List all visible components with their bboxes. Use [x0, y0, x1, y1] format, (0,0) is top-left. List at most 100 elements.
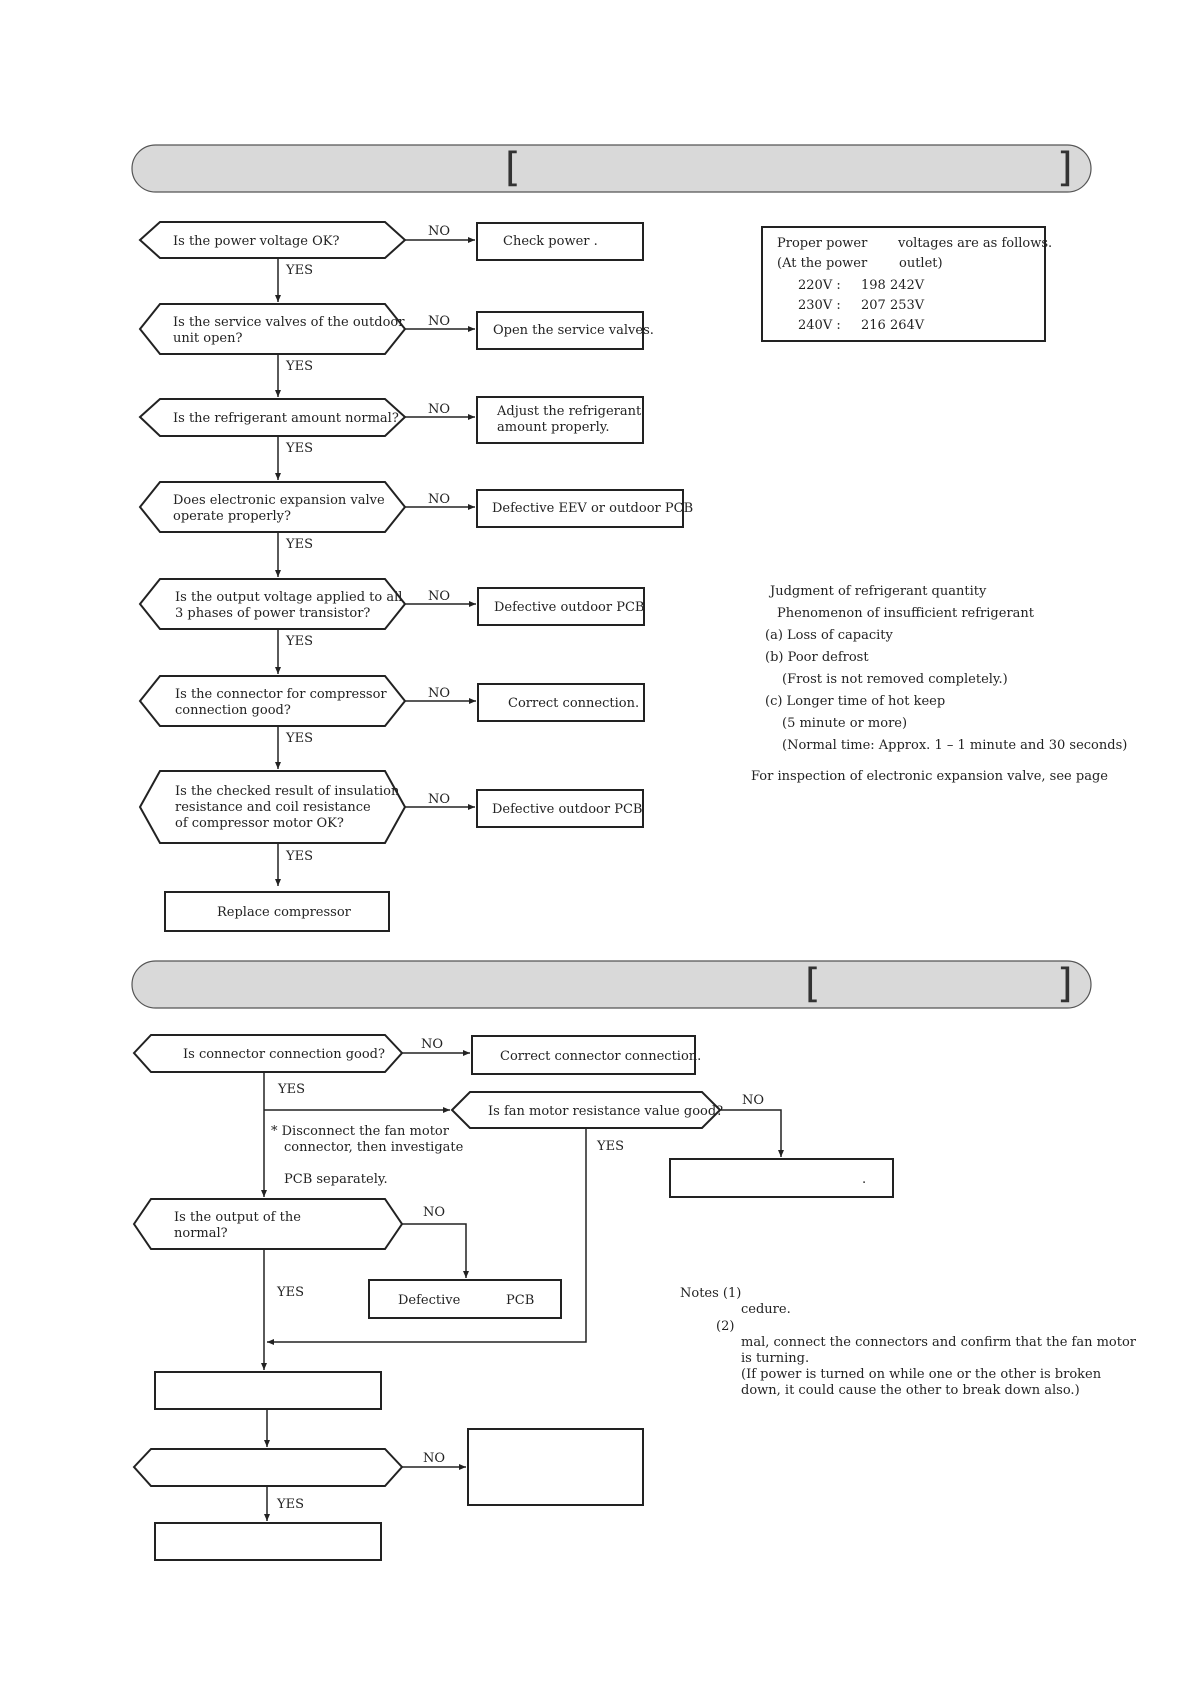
s1-decision-6-line1: Is the connector for compressor [175, 687, 387, 702]
voltage-line2a: (At the power [777, 256, 868, 271]
s2-q-fan-text: Is fan motor resistance value good? [488, 1104, 723, 1119]
s2-note2-label: (2) [716, 1319, 734, 1334]
s2-empty-decision [132, 1448, 404, 1487]
s2-fan-fail-text: . [862, 1172, 866, 1187]
s1-decision-7-line2: resistance and coil resistance [175, 800, 371, 815]
s2-notes: Notes (1) cedure. (2) mal, connect the c… [680, 1286, 1137, 1398]
s1-decision-2-line2: unit open? [173, 331, 242, 346]
s2-note2-line1: mal, connect the connectors and confirm … [741, 1335, 1137, 1350]
s1-decision-7: Is the checked result of insulation resi… [138, 770, 407, 844]
voltage-row3-range: 216 264V [861, 318, 925, 333]
s2-q-output: Is the output of the normal? [132, 1198, 404, 1250]
s1-action-4-text: Defective EEV or outdoor PCB [492, 501, 693, 516]
s1-decision-5-line2: 3 phases of power transistor? [175, 606, 370, 621]
s1-final-text: Replace compressor [217, 905, 352, 920]
s1-decision-7-line3: of compressor motor OK? [175, 816, 344, 831]
s2-empty-action-box [467, 1428, 644, 1506]
s1-no-4: NO [428, 492, 450, 507]
voltage-row3-label: 240V : [798, 318, 841, 333]
s2-a-connector: Correct connector connection. [471, 1035, 701, 1075]
s1-note-5: (c) Longer time of hot keep [765, 694, 945, 709]
s1-note-6: (5 minute or more) [782, 716, 907, 731]
s1-action-3: Adjust the refrigerant amount properly. [476, 396, 644, 444]
s2-disconnect-1: * Disconnect the fan motor [271, 1124, 450, 1139]
s1-decision-4-line1: Does electronic expansion valve [173, 493, 385, 508]
s2-disconnect-note: * Disconnect the fan motor connector, th… [271, 1124, 464, 1187]
s1-final-box: Replace compressor [164, 891, 390, 932]
s1-action-3-line2: amount properly. [497, 420, 610, 435]
voltage-row2-range: 207 253V [861, 298, 925, 313]
voltage-box: Proper power voltages are as follows. (A… [761, 226, 1052, 342]
s2-disconnect-2: connector, then investigate [284, 1140, 464, 1155]
voltage-row1-label: 220V : [798, 278, 841, 293]
s1-note-0: Judgment of refrigerant quantity [768, 584, 987, 599]
s2-no-empty: NO [423, 1451, 445, 1466]
s1-action-3-line1: Adjust the refrigerant [496, 404, 642, 419]
s1-yes-3: YES [285, 441, 313, 456]
s2-empty-box-2 [154, 1522, 382, 1561]
voltage-line1b: voltages are as follows. [897, 236, 1052, 251]
s1-action-1-text: Check power . [503, 234, 598, 249]
s1-decision-2-line1: Is the service valves of the outdoor [173, 315, 405, 330]
s1-action-2-text: Open the service valves. [493, 323, 654, 338]
s2-q-output-line1: Is the output of the [174, 1210, 301, 1225]
s2-defective-a: Defective [398, 1293, 461, 1308]
s1-no-connectors [405, 237, 476, 810]
s1-note-3: (b) Poor defrost [765, 650, 869, 665]
s1-yes-1: YES [285, 263, 313, 278]
s1-no-labels: NO NO NO NO NO NO NO [428, 224, 450, 807]
s1-decision-3-text: Is the refrigerant amount normal? [173, 411, 399, 426]
s2-fan-fail-box: . [669, 1158, 894, 1198]
voltage-line1a: Proper power [777, 236, 868, 251]
voltage-line2b: outlet) [899, 256, 943, 271]
s1-no-3: NO [428, 402, 450, 417]
s2-notes-label: Notes (1) [680, 1286, 741, 1301]
s2-q-fan: Is fan motor resistance value good? [450, 1091, 723, 1129]
section2-header: [ ] [131, 960, 1092, 1009]
s2-output-no-arrow [402, 1223, 469, 1278]
s1-decision-5: Is the output voltage applied to all 3 p… [138, 578, 407, 630]
s2-no-output: NO [423, 1205, 445, 1220]
s2-no-fan: NO [742, 1093, 764, 1108]
s2-a-connector-text: Correct connector connection. [500, 1049, 701, 1064]
voltage-row1-range: 198 242V [861, 278, 925, 293]
s2-q-output-line2: normal? [174, 1226, 228, 1241]
s1-no-5: NO [428, 589, 450, 604]
s1-yes-2: YES [285, 359, 313, 374]
s1-yes-6: YES [285, 731, 313, 746]
s1-action-4: Defective EEV or outdoor PCB [476, 489, 693, 528]
s1-action-7: Defective outdoor PCB [476, 789, 644, 828]
s1-action-7-text: Defective outdoor PCB [492, 802, 642, 817]
s2-no-connector: NO [421, 1037, 443, 1052]
s1-action-6: Correct connection. [477, 683, 645, 722]
voltage-row2-label: 230V : [798, 298, 841, 313]
s1-decision-2: Is the service valves of the outdoor uni… [138, 303, 407, 355]
s1-yes-labels: YES YES YES YES YES YES YES [285, 263, 313, 864]
s2-note2-line3: (If power is turned on while one or the … [741, 1367, 1102, 1382]
s2-defective-b: PCB [506, 1293, 534, 1308]
s1-decision-1-text: Is the power voltage OK? [173, 234, 339, 249]
s2-note1: cedure. [741, 1302, 791, 1317]
s2-q-connector-text: Is connector connection good? [183, 1047, 385, 1062]
s1-note-2: (a) Loss of capacity [765, 628, 893, 643]
s1-note-8: For inspection of electronic expansion v… [751, 769, 1108, 784]
s1-note-4: (Frost is not removed completely.) [782, 672, 1008, 687]
s1-action-6-text: Correct connection. [508, 696, 639, 711]
s1-yes-4: YES [285, 537, 313, 552]
s1-no-6: NO [428, 686, 450, 701]
s2-yes-connector: YES [277, 1082, 305, 1097]
s1-notes: Judgment of refrigerant quantity Phenome… [751, 584, 1127, 784]
s1-note-7: (Normal time: Approx. 1 – 1 minute and 3… [782, 738, 1127, 753]
s2-q-connector: Is connector connection good? [132, 1034, 404, 1073]
s2-empty-box-1 [154, 1371, 382, 1410]
s1-decision-6-line2: connection good? [175, 703, 291, 718]
s2-fan-yes-arrow [267, 1128, 587, 1345]
s2-fan-no-arrow [720, 1109, 784, 1157]
s2-defective-pcb-box: Defective PCB [368, 1279, 562, 1319]
s2-note2-line4: down, it could cause the other to break … [741, 1383, 1080, 1398]
s2-yes-fan: YES [596, 1139, 624, 1154]
s2-yes-empty: YES [276, 1497, 304, 1512]
s1-no-1: NO [428, 224, 450, 239]
s1-decision-4-line2: operate properly? [173, 509, 291, 524]
